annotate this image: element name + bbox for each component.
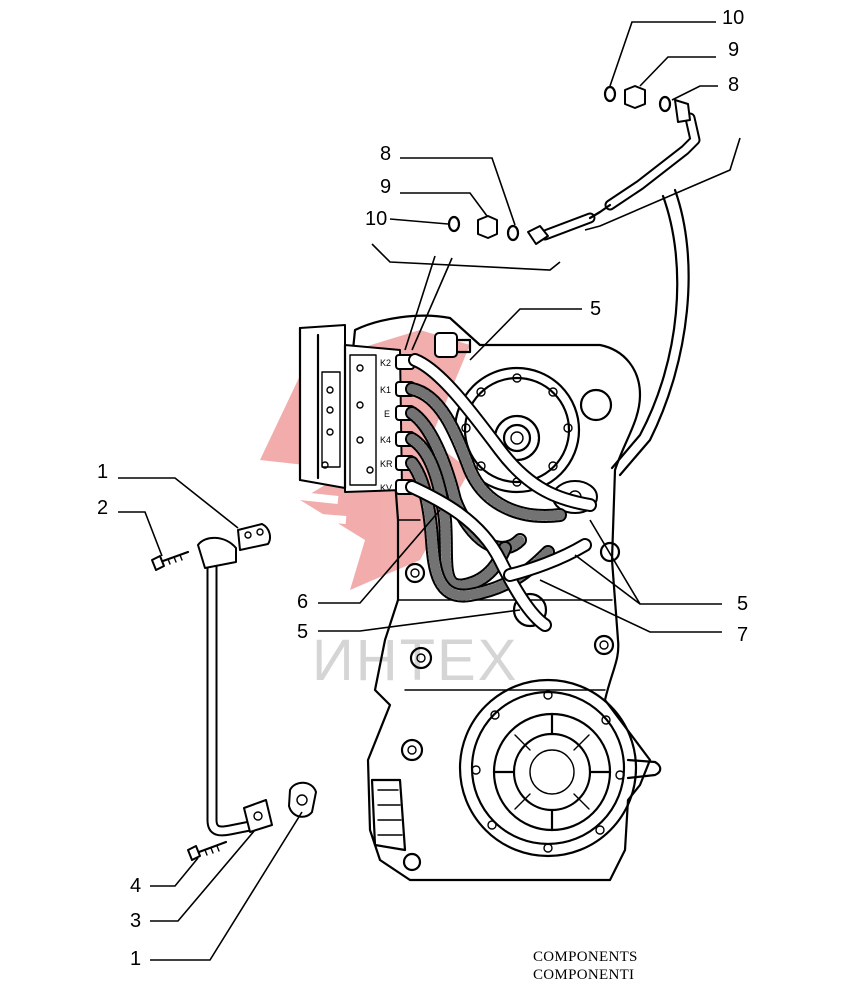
callout-2: 2 xyxy=(97,497,108,519)
control-valve-block: K2 K1 E K4 KR KV xyxy=(298,324,415,495)
fittings-upper xyxy=(447,85,691,245)
callout-10-top-right: 10 xyxy=(722,7,744,29)
callout-7: 7 xyxy=(737,624,748,646)
caption-block: COMPONENTS COMPONENTI xyxy=(533,948,638,984)
port-label-e: E xyxy=(384,409,390,419)
union-9-left xyxy=(477,215,498,239)
callout-5-right: 5 xyxy=(737,593,748,615)
banjo-left xyxy=(527,225,549,245)
watermark-text: ИНТЕХ xyxy=(312,628,518,693)
o-ring-10-left xyxy=(447,215,461,233)
callout-10-left: 10 xyxy=(365,208,387,230)
valve-port-labels: K2 K1 E K4 KR KV xyxy=(380,358,393,493)
callout-5-top: 5 xyxy=(590,298,601,320)
callout-5-lower-left: 5 xyxy=(297,621,308,643)
lube-pipe xyxy=(539,112,701,477)
callout-9-top-right: 9 xyxy=(728,39,739,61)
breather-assembly xyxy=(151,523,317,861)
callout-6: 6 xyxy=(297,591,308,613)
banjo-right xyxy=(674,99,691,123)
callout-1-lower: 1 xyxy=(130,948,141,970)
callout-9-left: 9 xyxy=(380,176,391,198)
callout-numbers: 10 9 8 8 9 10 5 1 2 6 5 5 7 4 3 1 xyxy=(97,7,748,970)
caption-line-italian: COMPONENTI xyxy=(533,967,635,983)
output-flange xyxy=(458,678,638,858)
callout-1-upper: 1 xyxy=(97,461,108,483)
washer-8-left xyxy=(506,224,520,242)
callout-3: 3 xyxy=(130,910,141,932)
washer-8-right xyxy=(658,95,672,113)
callout-8-top-right: 8 xyxy=(728,74,739,96)
callout-4: 4 xyxy=(130,875,141,897)
leader-lines xyxy=(118,21,741,961)
port-label-k1: K1 xyxy=(380,385,391,395)
hydraulic-hoses xyxy=(405,353,597,632)
port-label-kv: KV xyxy=(380,483,392,493)
port-label-kr: KR xyxy=(380,459,393,469)
caption-line-english: COMPONENTS xyxy=(533,949,638,965)
union-9-right xyxy=(624,85,646,109)
port-label-k2: K2 xyxy=(380,358,391,368)
callout-8-left: 8 xyxy=(380,143,391,165)
port-label-k4: K4 xyxy=(380,435,391,445)
o-ring-10-right xyxy=(603,85,617,103)
